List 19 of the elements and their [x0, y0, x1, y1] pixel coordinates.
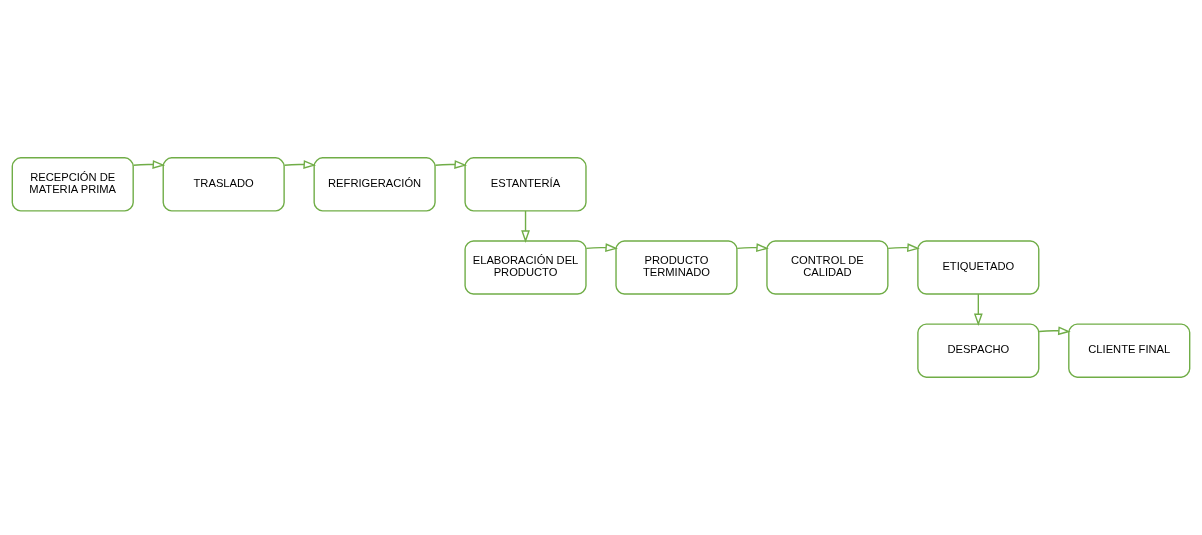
node-box: CONTROL DE CALIDAD — [766, 240, 889, 295]
node-box: ELABORACIÓN DEL PRODUCTO — [464, 240, 587, 295]
arrow — [973, 293, 983, 327]
node-box: ETIQUETADO — [917, 240, 1040, 295]
arrow — [736, 243, 769, 253]
arrow — [887, 243, 920, 253]
arrow — [132, 160, 166, 169]
arrow — [585, 243, 618, 253]
node-box: PRODUCTO TERMINADO — [615, 240, 738, 295]
node-box: DESPACHO — [917, 323, 1040, 378]
node-box: TRASLADO — [162, 157, 285, 212]
node-box: CLIENTE FINAL — [1068, 323, 1191, 378]
arrow — [1038, 326, 1071, 336]
node-box: RECEPCIÓN DE MATERIA PRIMA — [11, 157, 134, 212]
node-box: REFRIGERACIÓN — [313, 157, 436, 212]
arrow — [283, 160, 317, 169]
node-box: ESTANTERÍA — [464, 157, 587, 212]
arrow — [434, 160, 468, 169]
arrow — [521, 210, 530, 243]
